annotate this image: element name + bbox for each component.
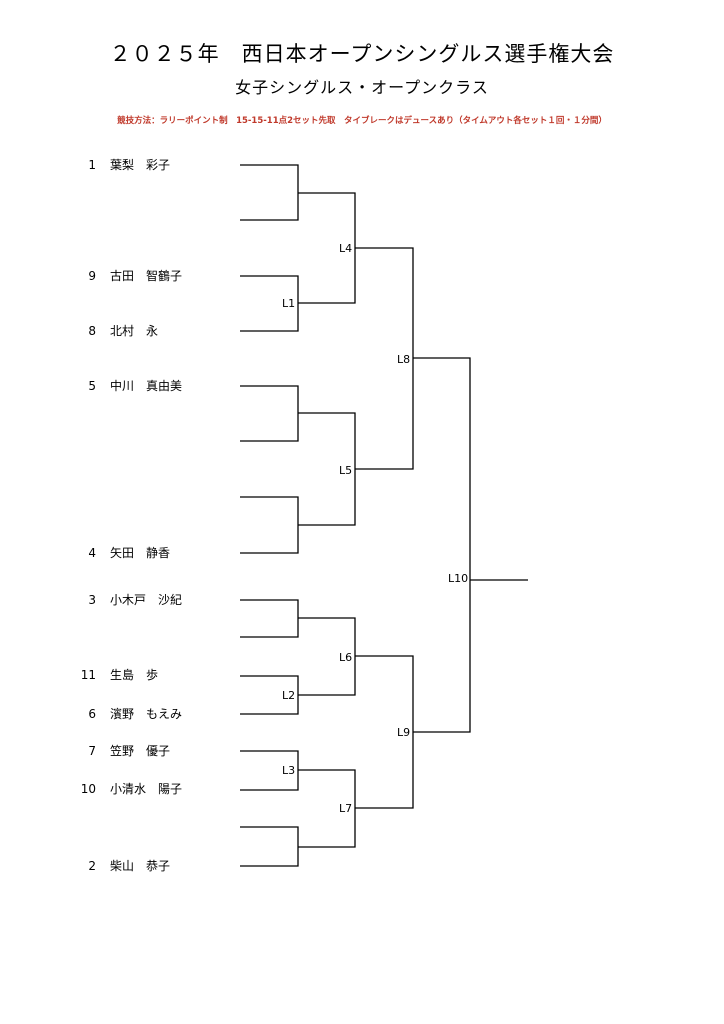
match-label-L3: L3 [282,764,295,777]
player-seed: 6 [88,707,96,721]
player-seed: 4 [88,546,96,560]
match-label-L10: L10 [448,572,468,585]
player-seed: 10 [80,782,96,796]
competition-rules: 競技方法：ラリーポイント制 15-15-11点2セット先取 タイブレークはデュー… [117,116,607,126]
player-entry: 4 矢田 静香 [0,545,240,561]
player-entry: 6 濱野 もえみ [0,706,240,722]
player-name: 濱野 もえみ [110,707,183,721]
player-seed: 5 [88,379,96,393]
player-entry: 1 葉梨 彩子 [0,157,240,173]
bracket-line [413,357,471,733]
match-label-L1: L1 [282,297,295,310]
player-entry: 2 柴山 恭子 [0,858,240,874]
player-seed: 8 [88,324,96,338]
player-seed: 7 [88,744,96,758]
player-entry: 11 生島 歩 [0,667,240,683]
match-label-L7: L7 [339,802,352,815]
player-entry: 10 小清水 陽子 [0,781,240,797]
player-name: 小清水 陽子 [110,782,183,796]
player-entry: 9 古田 智鶴子 [0,268,240,284]
player-name: 中川 真由美 [110,379,183,393]
player-name: 葉梨 彩子 [110,158,171,172]
match-label-L9: L9 [397,726,410,739]
page-title: ２０２５年 西日本オープンシングルス選手権大会 [109,42,615,66]
player-entry: 8 北村 永 [0,323,240,339]
bracket-line [240,164,299,221]
player-seed: 1 [88,158,96,172]
player-name: 柴山 恭子 [110,859,171,873]
player-name: 笠野 優子 [110,744,171,758]
bracket-line [240,599,299,638]
bracket-line [240,826,299,867]
match-label-L5: L5 [339,464,352,477]
match-label-L2: L2 [282,689,295,702]
player-entry: 7 笠野 優子 [0,743,240,759]
bracket-line [240,385,299,442]
match-label-L6: L6 [339,651,352,664]
page-subtitle: 女子シングルス・オープンクラス [235,78,489,97]
match-label-L8: L8 [397,353,410,366]
player-name: 生島 歩 [110,668,159,682]
match-label-L4: L4 [339,242,352,255]
player-name: 矢田 静香 [110,546,171,560]
player-name: 古田 智鶴子 [110,269,183,283]
player-entry: 5 中川 真由美 [0,378,240,394]
player-entry: 3 小木戸 沙紀 [0,592,240,608]
player-seed: 2 [88,859,96,873]
player-seed: 11 [80,668,96,682]
player-seed: 3 [88,593,96,607]
player-name: 北村 永 [110,324,159,338]
bracket-line [240,496,299,554]
player-name: 小木戸 沙紀 [110,593,183,607]
player-seed: 9 [88,269,96,283]
